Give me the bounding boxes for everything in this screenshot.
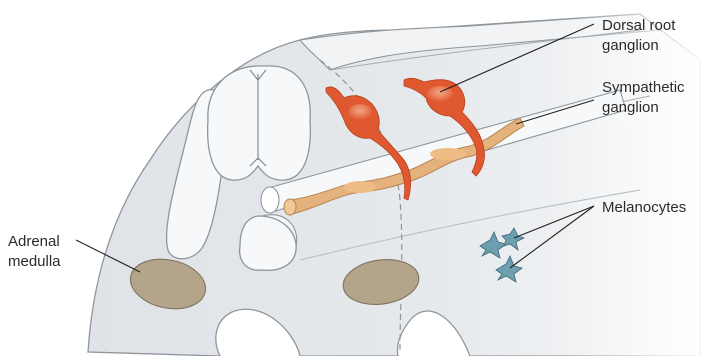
lower-tube (240, 215, 297, 271)
neural-tube (208, 66, 311, 180)
label-adrenal-medulla: Adrenal medulla (8, 233, 64, 270)
label-melanocytes: Melanocytes (602, 199, 686, 216)
